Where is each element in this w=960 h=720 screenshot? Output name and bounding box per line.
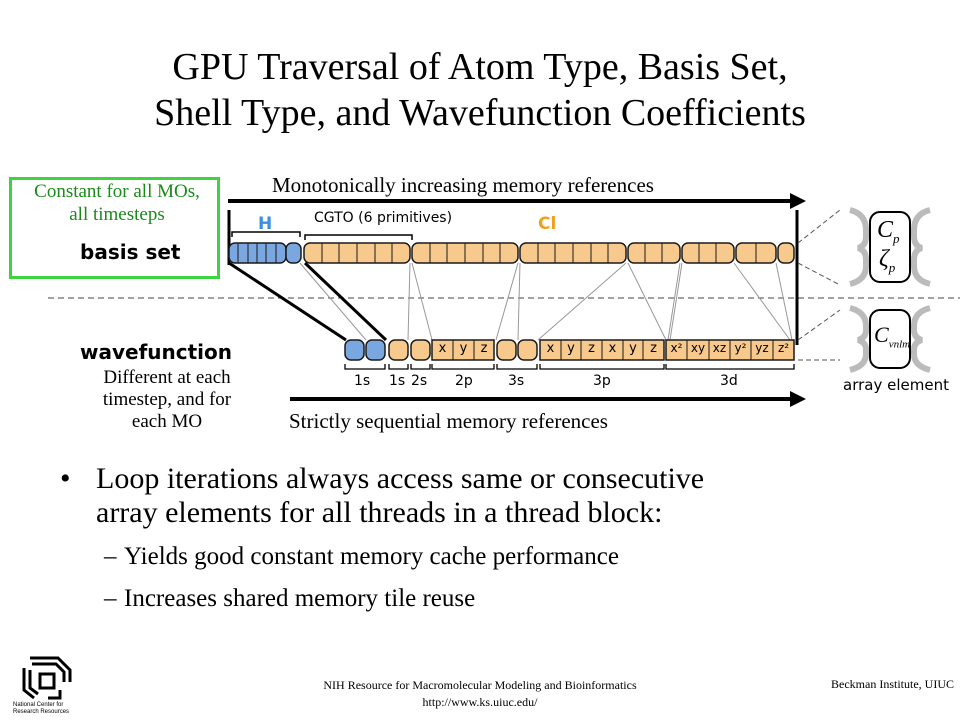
cell-yz: yz [755,341,769,355]
coef-sub: p [888,259,896,275]
bullet-list: • Loop iterations always access same or … [60,462,940,614]
basis-cl-cgto-5 [681,242,735,264]
sub-bullet-2: – Increases shared memory tile reuse [104,584,940,614]
footer-org: NIH Resource for Macromolecular Modeling… [323,678,637,692]
cell-xz: xz [712,341,727,355]
cell-x: x [438,341,447,356]
array-element-box-wf [869,309,911,369]
main-bullet: • Loop iterations always access same or … [60,462,940,530]
monotonic-label: Monotonically increasing memory referenc… [272,173,654,197]
main-bullet-line-2: array elements for all threads in a thre… [96,496,663,529]
coef-sub: vnlm [888,338,911,351]
wavefunction-label: wavefunction [80,340,233,364]
different-note-line-2: timestep, and for [102,389,232,410]
sub-bullet-text: Increases shared memory tile reuse [124,585,476,612]
d-cells-3d: x² xy xz y² yz z² [666,341,794,355]
constant-highlight-box [9,177,220,279]
basis-set-label: basis set [80,240,181,264]
title-line-1: GPU Traversal of Atom Type, Basis Set, [172,46,788,88]
basis-cl-cgto-4 [627,242,681,264]
constant-note-line-1: Constant for all MOs, [34,181,200,202]
cell-y: y [459,341,468,356]
different-note-line-1: Different at each [103,367,231,388]
footer-url[interactable]: http://www.ks.uiuc.edu/ [422,695,538,709]
cell-z2: z² [777,341,790,355]
cell-z: z [650,341,657,356]
ncrr-logo: National Center for Research Resources [13,656,72,715]
cell-z: z [480,341,488,356]
coef-sub: p [893,230,900,246]
cell-x: x [608,341,617,356]
sequential-label: Strictly sequential memory references [289,409,608,433]
bullet-dot: • [60,462,71,495]
array-element-braces [849,207,931,373]
p-cells-2p: x y z [432,341,494,356]
sub-bullet-dash: – [104,543,117,570]
different-note: Different at each timestep, and for each… [72,367,262,433]
cgto-label: CGTO (6 primitives) [314,210,453,226]
cell-z: z [588,341,595,356]
shell-label-1s-h: 1s [354,373,371,389]
coef-c: C [877,217,894,243]
logo-line-1: National Center for [13,702,63,708]
sequential-arrow-head [790,391,806,407]
slide-title: GPU Traversal of Atom Type, Basis Set, S… [0,44,960,136]
coef-cvnlm: Cvnlm [874,322,910,350]
cl-atom-label: Cl [538,214,557,234]
cell-x: x [546,341,555,356]
cgto-bracket [304,234,413,240]
shell-label-2p: 2p [455,373,473,389]
shell-label-3s: 3s [508,373,525,389]
p-cells-3p: x y z x y z [540,341,664,356]
shell-label-1s-cl: 1s [389,373,406,389]
shell-label-2s: 2s [411,373,428,389]
logo-line-2: Research Resources [13,709,69,715]
array-dash-lines [797,209,841,361]
sub-bullet-text: Yields good constant memory cache perfor… [124,543,619,570]
wavefunction-row [344,339,795,361]
h-bracket [231,231,301,237]
connector-lines [228,261,793,342]
shell-brackets [344,364,795,370]
coef-zeta: ζ [879,246,889,272]
different-note-line-3: each MO [131,411,203,432]
array-element-box-basis [869,211,911,283]
cell-x2: x² [670,341,683,355]
sub-bullet-dash: – [104,585,117,612]
shell-label-3p: 3p [593,373,611,389]
shell-label-3d: 3d [720,373,738,389]
footer-institute: Beckman Institute, UIUC [831,677,954,691]
basis-set-row [228,242,795,264]
constant-note-line-2: all timesteps [69,204,165,225]
cell-y: y [567,341,575,356]
footer-center: NIH Resource for Macromolecular Modeling… [240,677,720,711]
basis-h-cell [285,242,302,264]
coef-cp: Cp [877,217,900,247]
main-bullet-line-1: Loop iterations always access same or co… [96,462,705,495]
basis-cl-cell [777,242,795,264]
cell-y2: y² [734,341,747,355]
cell-y: y [629,341,637,356]
coef-c: C [874,322,889,347]
array-element-label: array element [843,376,949,394]
sub-bullet-1: – Yields good constant memory cache perf… [104,542,940,572]
cell-xy: xy [690,341,706,355]
coef-zeta-p: ζp [879,246,895,276]
title-line-2: Shell Type, and Wavefunction Coefficient… [154,92,806,134]
h-atom-label: H [258,214,273,234]
monotonic-arrow-head [790,193,806,209]
constant-note: Constant for all MOs, all timesteps [12,180,222,226]
